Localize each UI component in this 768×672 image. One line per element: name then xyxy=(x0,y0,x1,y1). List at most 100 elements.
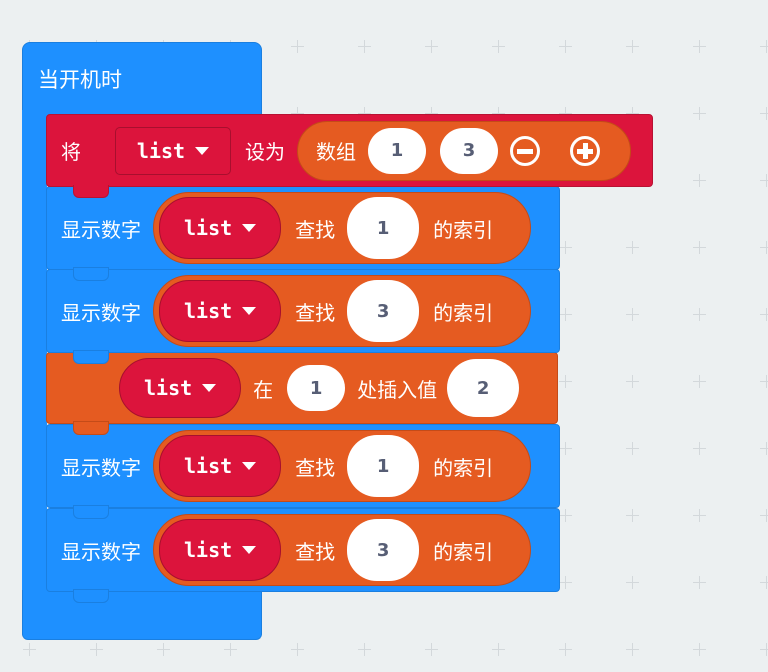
block-notch xyxy=(73,421,109,435)
grid-mark-icon xyxy=(559,107,572,120)
dropdown-arrow-icon xyxy=(242,224,257,232)
grid-mark-icon xyxy=(626,40,639,53)
grid-mark-icon xyxy=(693,308,706,321)
grid-mark-icon xyxy=(559,375,572,388)
show-number-block[interactable]: 显示数字 list 查找 3 的索引 xyxy=(46,269,560,364)
dropdown-arrow-icon xyxy=(242,546,257,554)
index-of-block[interactable]: list 查找 3 的索引 xyxy=(153,275,531,347)
variable-name: list xyxy=(136,138,186,163)
grid-mark-icon xyxy=(425,40,438,53)
grid-mark-icon xyxy=(23,643,36,656)
grid-mark-icon xyxy=(626,308,639,321)
search-value-input[interactable]: 1 xyxy=(347,197,420,259)
block-notch xyxy=(73,505,109,519)
remove-item-icon[interactable] xyxy=(510,135,540,166)
variable-dropdown[interactable]: list xyxy=(115,126,231,175)
grid-mark-icon xyxy=(693,576,706,589)
on-start-header[interactable]: 当开机时 xyxy=(22,42,262,116)
grid-mark-icon xyxy=(492,643,505,656)
set-label: 将 xyxy=(61,140,81,164)
insert-value-label: 处插入值 xyxy=(357,377,438,402)
index-input[interactable]: 1 xyxy=(287,365,346,411)
grid-mark-icon xyxy=(559,308,572,321)
show-number-label: 显示数字 xyxy=(61,300,141,325)
grid-mark-icon xyxy=(291,643,304,656)
index-label: 的索引 xyxy=(433,539,494,564)
grid-mark-icon xyxy=(693,174,706,187)
grid-mark-icon xyxy=(90,643,103,656)
grid-mark-icon xyxy=(760,643,768,656)
grid-mark-icon xyxy=(425,643,438,656)
grid-mark-icon xyxy=(559,643,572,656)
variable-dropdown[interactable]: list xyxy=(119,358,242,418)
insert-value-input[interactable]: 2 xyxy=(447,359,520,417)
grid-mark-icon xyxy=(559,509,572,522)
grid-mark-icon xyxy=(626,442,639,455)
grid-mark-icon xyxy=(693,509,706,522)
grid-mark-icon xyxy=(492,107,505,120)
on-start-footer xyxy=(22,590,262,640)
grid-mark-icon xyxy=(157,643,170,656)
grid-mark-icon xyxy=(760,375,768,388)
set-variable-block[interactable]: 将 list 设为 数组 1 3 xyxy=(46,114,653,198)
add-item-icon[interactable] xyxy=(570,135,600,166)
search-value-input[interactable]: 3 xyxy=(347,280,420,342)
variable-dropdown[interactable]: list xyxy=(159,197,282,259)
dropdown-arrow-icon xyxy=(195,146,210,155)
grid-mark-icon xyxy=(693,107,706,120)
grid-mark-icon xyxy=(760,576,768,589)
find-label: 查找 xyxy=(295,539,336,564)
grid-mark-icon xyxy=(760,107,768,120)
grid-mark-icon xyxy=(559,442,572,455)
variable-name: list xyxy=(184,216,233,240)
grid-mark-icon xyxy=(626,509,639,522)
grid-mark-icon xyxy=(358,107,371,120)
grid-mark-icon xyxy=(626,241,639,254)
on-start-arm xyxy=(22,110,47,600)
to-label: 设为 xyxy=(245,140,285,164)
search-value-input[interactable]: 1 xyxy=(347,435,420,497)
show-number-block[interactable]: 显示数字 list 查找 3 的索引 xyxy=(46,508,560,603)
grid-mark-icon xyxy=(291,107,304,120)
at-label: 在 xyxy=(253,377,274,402)
insert-at-block[interactable]: list 在 1 处插入值 2 xyxy=(46,352,558,435)
index-label: 的索引 xyxy=(433,217,494,242)
grid-mark-icon xyxy=(760,174,768,187)
show-number-label: 显示数字 xyxy=(61,455,141,480)
array-value-input[interactable]: 1 xyxy=(368,127,426,174)
index-of-block[interactable]: list 查找 1 的索引 xyxy=(153,192,531,264)
variable-dropdown[interactable]: list xyxy=(159,435,282,497)
block-notch xyxy=(73,185,109,198)
grid-mark-icon xyxy=(693,442,706,455)
grid-mark-icon xyxy=(559,241,572,254)
index-of-block[interactable]: list 查找 1 的索引 xyxy=(153,430,531,502)
grid-mark-icon xyxy=(358,40,371,53)
array-block[interactable]: 数组 1 3 xyxy=(297,120,631,181)
variable-name: list xyxy=(184,454,233,478)
index-of-block[interactable]: list 查找 3 的索引 xyxy=(153,514,531,586)
block-notch xyxy=(73,267,109,281)
search-value-input[interactable]: 3 xyxy=(347,519,420,581)
grid-mark-icon xyxy=(693,40,706,53)
grid-mark-icon xyxy=(492,40,505,53)
index-label: 的索引 xyxy=(433,455,494,480)
block-notch xyxy=(73,589,109,603)
variable-dropdown[interactable]: list xyxy=(159,280,282,342)
index-label: 的索引 xyxy=(433,300,494,325)
grid-mark-icon xyxy=(559,40,572,53)
grid-mark-icon xyxy=(291,40,304,53)
variable-dropdown[interactable]: list xyxy=(159,519,282,581)
grid-mark-icon xyxy=(760,308,768,321)
show-number-label: 显示数字 xyxy=(61,217,141,242)
variable-name: list xyxy=(144,376,193,400)
grid-mark-icon xyxy=(559,576,572,589)
show-number-block[interactable]: 显示数字 list 查找 1 的索引 xyxy=(46,186,560,281)
grid-mark-icon xyxy=(425,107,438,120)
show-number-block[interactable]: 显示数字 list 查找 1 的索引 xyxy=(46,424,560,519)
variable-name: list xyxy=(184,538,233,562)
array-value-input[interactable]: 3 xyxy=(440,127,498,174)
grid-mark-icon xyxy=(760,241,768,254)
grid-mark-icon xyxy=(224,643,237,656)
dropdown-arrow-icon xyxy=(242,307,257,315)
grid-mark-icon xyxy=(693,241,706,254)
